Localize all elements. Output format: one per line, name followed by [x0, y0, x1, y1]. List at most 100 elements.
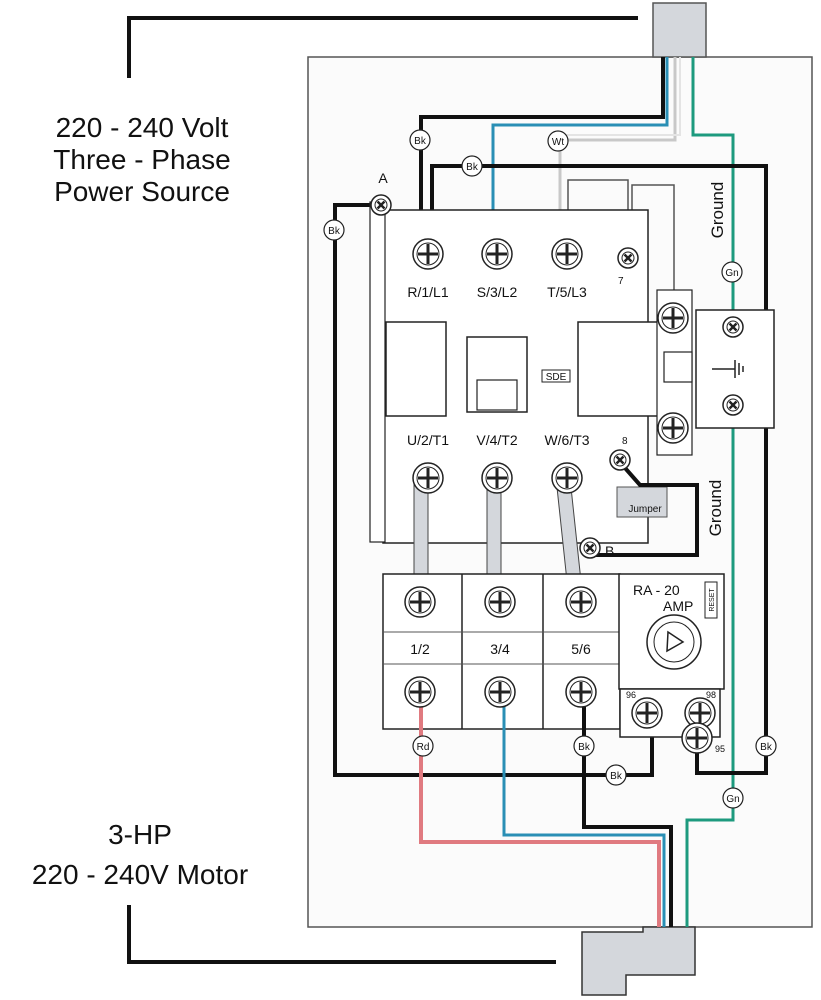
pole-3-4: 3/4 [490, 641, 510, 657]
source-label-line1: 220 - 240 Volt [56, 112, 229, 143]
contactor-side-right [577, 321, 659, 417]
overload-unit: AMP [663, 598, 693, 614]
svg-text:Rd: Rd [417, 742, 430, 753]
terminal-screw-icon [657, 412, 689, 444]
motor-label-line1: 3-HP [108, 819, 172, 850]
coil-inner [476, 379, 518, 411]
terminal-u-t1: U/2/T1 [407, 432, 449, 448]
svg-text:Bk: Bk [328, 226, 341, 237]
sde-box [541, 369, 571, 383]
wire-95-black [695, 740, 768, 775]
source-leader-line [127, 16, 638, 78]
svg-text:Gn: Gn [726, 794, 739, 805]
wire-motor-black [582, 700, 673, 927]
terminal-s-l2: S/3/L2 [477, 284, 518, 300]
play-icon [666, 630, 685, 653]
wire-tag-bk: Bk [573, 735, 595, 757]
wire-motor-blue [502, 700, 666, 927]
wire-ground-green-2 [685, 405, 735, 927]
wire-tag-bk: Bk [755, 735, 777, 757]
terminal-screw-x-icon [617, 247, 639, 269]
terminal-screw-icon [404, 676, 436, 708]
jumper-label: Jumper [628, 504, 662, 515]
wire-tag-gn: Gn [721, 261, 743, 283]
terminal-screw-icon [565, 586, 597, 618]
terminal-r-l1: R/1/L1 [407, 284, 448, 300]
source-label-line2: Three - Phase [53, 144, 230, 175]
ground-label-top: Ground [708, 182, 727, 239]
svg-text:Bk: Bk [760, 742, 773, 753]
contact-95: 95 [715, 744, 725, 754]
contact-98: 98 [706, 690, 716, 700]
contactor-rail-left [369, 201, 386, 543]
sde-label: SDE [546, 372, 567, 383]
ground-label-bottom: Ground [706, 480, 725, 537]
wire-l2-blue [491, 57, 669, 245]
motor-label-line2: 220 - 240V Motor [32, 859, 248, 890]
wire-tag-wt: Wt [547, 130, 569, 152]
wire-motor-red [419, 700, 661, 927]
wire-tag-gn: Gn [722, 787, 744, 809]
wire-tag-bk: Bk [605, 764, 627, 786]
terminal-screw-icon [551, 238, 583, 270]
wire-tag-bk: Bk [461, 155, 483, 177]
terminal-screw-x-icon [370, 194, 392, 216]
terminal-screw-icon [631, 697, 663, 729]
bottom-conduit [581, 926, 696, 996]
svg-text:Bk: Bk [610, 771, 623, 782]
wire-control-black [430, 164, 768, 745]
overload-dial[interactable] [646, 614, 702, 670]
terminal-screw-icon [404, 586, 436, 618]
terminal-screw-icon [481, 462, 513, 494]
terminal-screw-icon [681, 722, 713, 754]
terminal-screws [370, 194, 744, 754]
terminal-screw-icon [484, 676, 516, 708]
wire-jumper-black [584, 458, 699, 557]
terminal-screw-icon [412, 238, 444, 270]
terminal-w-t3: W/6/T3 [544, 432, 589, 448]
wire-tag-bk: Bk [409, 129, 431, 151]
terminal-screw-x-icon [722, 316, 744, 338]
terminal-screw-icon [412, 462, 444, 494]
svg-text:Bk: Bk [414, 136, 427, 147]
aux-contact-7: 7 [618, 276, 624, 287]
svg-text:Bk: Bk [466, 162, 479, 173]
terminal-t-l3: T/5/L3 [547, 284, 587, 300]
wire-l3-white [558, 57, 677, 245]
terminal-screw-icon [551, 462, 583, 494]
reset-label: RESET [709, 588, 716, 612]
contactor-side-left [385, 321, 447, 417]
terminal-screw-icon [484, 586, 516, 618]
load-straps [413, 477, 584, 601]
terminal-screw-x-icon [722, 394, 744, 416]
reset-button[interactable] [704, 581, 718, 619]
terminal-screw-x-icon [609, 449, 631, 471]
wire-a-black [333, 203, 654, 777]
wire-tag-bk: Bk [323, 219, 345, 241]
overload-title: RA - 20 [633, 582, 680, 598]
aux-contact-8: 8 [622, 436, 628, 447]
terminal-a-label: A [378, 170, 388, 186]
terminal-screw-icon [684, 697, 716, 729]
top-conduit [652, 2, 707, 58]
svg-text:Bk: Bk [578, 742, 591, 753]
terminal-v-t2: V/4/T2 [476, 432, 517, 448]
contact-96: 96 [626, 690, 636, 700]
source-label-line3: Power Source [54, 176, 230, 207]
terminal-screw-icon [481, 238, 513, 270]
wire-l3-white-2 [560, 57, 681, 136]
terminal-b-label: B [605, 543, 614, 559]
wire-tag-rd: Rd [412, 735, 434, 757]
wire-l1-black [419, 57, 665, 245]
jumper-bar [616, 486, 668, 518]
aux-window [663, 351, 693, 383]
ground-symbol-icon [712, 360, 744, 378]
pole-5-6: 5/6 [571, 641, 591, 657]
motor-leader-line [127, 905, 556, 964]
terminal-screw-icon [657, 302, 689, 334]
svg-text:Wt: Wt [552, 137, 564, 148]
terminal-screw-x-icon [579, 537, 601, 559]
svg-text:Gn: Gn [725, 268, 738, 279]
